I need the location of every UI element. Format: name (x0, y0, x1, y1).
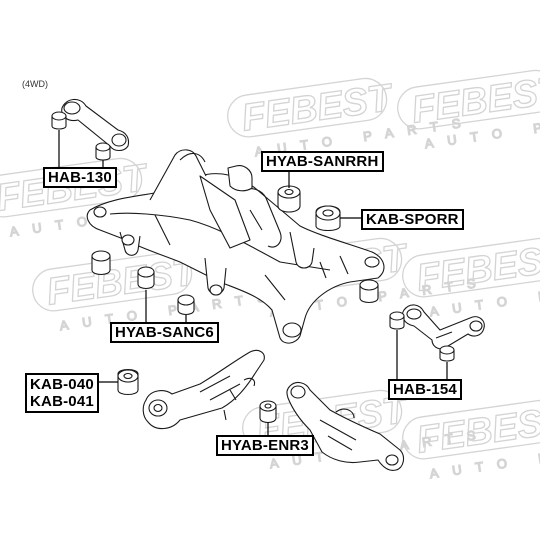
variant-note: (4WD) (22, 79, 48, 89)
label-hyab-sanc6: HYAB-SANC6 (110, 322, 219, 343)
label-kab-041: KAB-041 (30, 393, 94, 410)
line-art (51, 98, 485, 471)
label-hyab-enr3: HYAB-ENR3 (216, 435, 314, 456)
label-kab-sporr: KAB-SPORR (361, 209, 464, 230)
label-hyab-sanrrh: HYAB-SANRRH (261, 151, 384, 172)
watermark-brand: FEBEST (414, 399, 540, 462)
subframe (86, 149, 385, 344)
hab-154-bushing-lower (439, 345, 455, 362)
hyab-sanrrh-bushing (277, 185, 301, 213)
left-subframe-bushing (91, 250, 111, 276)
hab-130-arm (61, 98, 130, 152)
hyab-enr3-bushing (259, 400, 277, 424)
right-subframe-bushing (359, 279, 379, 304)
hab-154-arm (401, 304, 485, 350)
watermark-logo: FEBEST AUTO PARTS (397, 68, 540, 152)
watermark-logo: FEBEST AUTO PARTS (402, 398, 540, 482)
trailing-arm (142, 349, 265, 430)
leader-lines (58, 130, 448, 436)
lower-control-arm (286, 381, 405, 471)
label-kab-040-041: KAB-040 KAB-041 (25, 373, 99, 413)
kab-sporr-bushing (315, 205, 341, 232)
hab-130-bushing-lower (95, 142, 111, 161)
kab-040-bushing (117, 368, 139, 396)
hyab-sanc6-bushing-upper (137, 266, 155, 290)
label-hab-154: HAB-154 (388, 379, 462, 400)
hab-154-bushing-upper (389, 311, 405, 330)
label-kab-040: KAB-040 (30, 376, 94, 393)
watermark-logo: FEBEST AUTO PARTS (402, 236, 540, 320)
label-hab-130: HAB-130 (43, 167, 117, 188)
hyab-sanc6-bushing-lower (177, 294, 195, 316)
hab-130-bushing-upper (51, 111, 67, 130)
